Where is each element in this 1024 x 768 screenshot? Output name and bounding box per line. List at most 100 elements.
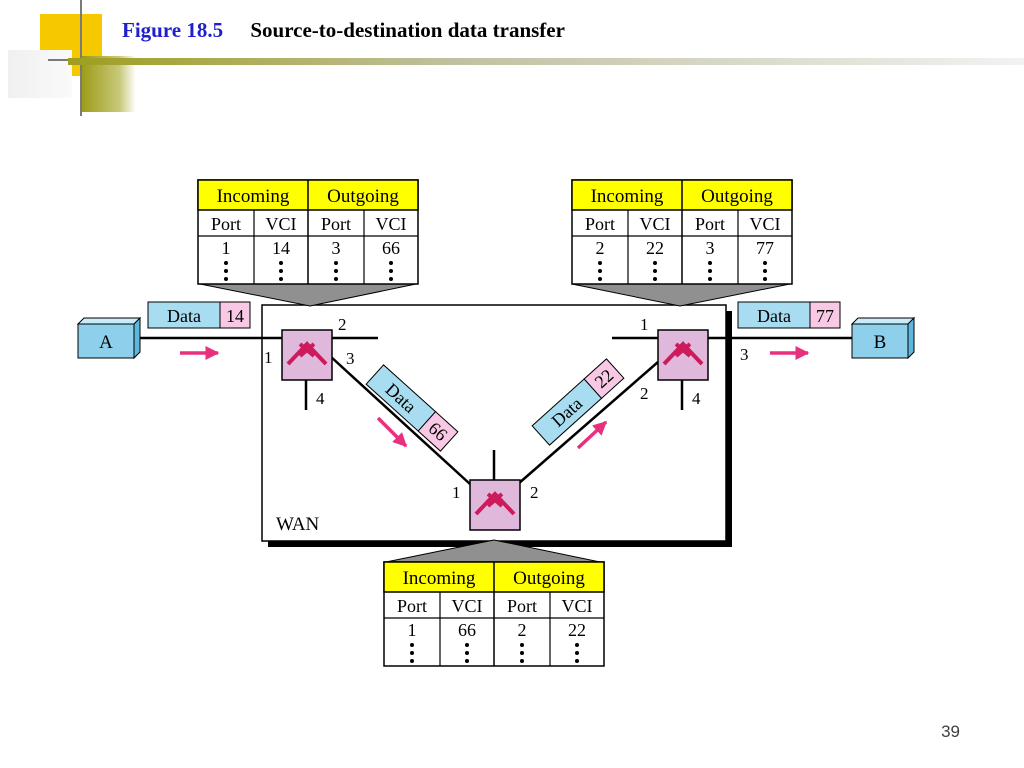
corner-olive-square (80, 56, 136, 112)
table-bottom-column-1: VCI (452, 596, 483, 616)
table-right-column-1: VCI (640, 214, 671, 234)
table-left-outgoing-header: Outgoing (327, 186, 399, 207)
table-left-ellipsis-dot (389, 261, 393, 265)
packet-destination-vci: 77 (816, 306, 834, 326)
switch-left: 1 2 3 4 (264, 315, 355, 408)
switch-bottom: 1 2 (452, 479, 539, 531)
table-right-incoming-header: Incoming (591, 186, 664, 207)
table-right-ellipsis-dot (653, 261, 657, 265)
switch-right: 1 2 3 4 (640, 315, 749, 408)
table-right-column-2: Port (695, 214, 725, 234)
table-right-ellipsis-dot (598, 277, 602, 281)
table-right-ellipsis-dot (653, 269, 657, 273)
link-bottom-to-right-switch (517, 361, 659, 485)
table-left-ellipsis-dot (334, 277, 338, 281)
switch-left-port-3: 3 (346, 349, 355, 368)
table-left-column-0: Port (211, 214, 241, 234)
packet-source-data-label: Data (167, 306, 201, 326)
table-left-ellipsis-dot (224, 277, 228, 281)
switch-left-port-4: 4 (316, 389, 325, 408)
table-right-column-3: VCI (750, 214, 781, 234)
table-bottom-ellipsis-dot (575, 651, 579, 655)
table-right-ellipsis-dot (763, 277, 767, 281)
table-left-cell-2: 3 (332, 238, 341, 258)
table-left-cell-3: 66 (382, 238, 400, 258)
endpoint-a-label: A (99, 332, 113, 353)
corner-white-square (8, 50, 72, 98)
endpoint-b-label: B (874, 332, 887, 353)
table-bottom-ellipsis-dot (520, 651, 524, 655)
switch-bottom-port-1: 1 (452, 483, 461, 502)
table-bottom-ellipsis-dot (465, 643, 469, 647)
table-bottom-ellipsis-dot (410, 651, 414, 655)
table-bottom-incoming-header: Incoming (403, 568, 476, 589)
table-bottom-column-2: Port (507, 596, 537, 616)
switch-bottom-symbol (474, 491, 516, 516)
table-bottom-ellipsis-dot (575, 643, 579, 647)
table-right-ellipsis-dot (653, 277, 657, 281)
switch-right-port-1: 1 (640, 315, 649, 334)
table-left-column-2: Port (321, 214, 351, 234)
table-bottom-column-3: VCI (562, 596, 593, 616)
switch-right-port-4: 4 (692, 389, 701, 408)
table-right-cell-3: 77 (756, 238, 774, 258)
slide-title: Figure 18.5 Source-to-destination data t… (122, 18, 565, 48)
table-bottom-ellipsis-dot (520, 659, 524, 663)
table-right-ellipsis-dot (708, 277, 712, 281)
table-right-outgoing-header: Outgoing (701, 186, 773, 207)
page-number: 39 (941, 722, 960, 741)
table-left-ellipsis-dot (224, 261, 228, 265)
link-left-to-bottom-switch (329, 355, 471, 485)
table-left-ellipsis-dot (334, 269, 338, 273)
table-right-ellipsis-dot (598, 269, 602, 273)
table-bottom-cell-3: 22 (568, 620, 586, 640)
table-bottom-ellipsis-dot (410, 659, 414, 663)
table-left-column-3: VCI (376, 214, 407, 234)
table-bottom-ellipsis-dot (465, 651, 469, 655)
table-bottom-outgoing-header: Outgoing (513, 568, 585, 589)
wan-label: WAN (276, 514, 320, 535)
arrow-link-bottom-right-direction (576, 420, 608, 450)
table-right-cell-2: 3 (706, 238, 715, 258)
endpoint-b: B (850, 316, 916, 360)
figure-title: Source-to-destination data transfer (250, 18, 565, 42)
table-right-ellipsis-dot (763, 269, 767, 273)
table-bottom-ellipsis-dot (410, 643, 414, 647)
table-bottom-ellipsis-dot (465, 659, 469, 663)
table-left-incoming-header: Incoming (217, 186, 290, 207)
packet-source: Data 14 (147, 301, 251, 329)
table-right-ellipsis-dot (708, 269, 712, 273)
table-bottom-ellipsis-dot (520, 643, 524, 647)
switch-right-symbol (662, 341, 704, 366)
switch-left-port-1: 1 (264, 348, 273, 367)
table-right-ellipsis-dot (598, 261, 602, 265)
figure-label: Figure 18.5 (122, 18, 224, 42)
switch-left-port-2: 2 (338, 315, 347, 334)
table-bottom-ellipsis-dot (575, 659, 579, 663)
wan-box (261, 304, 732, 547)
table-right-cell-0: 2 (596, 238, 605, 258)
table-left-ellipsis-dot (334, 261, 338, 265)
arrow-link-left-bottom-direction (376, 416, 408, 448)
switch-right-port-2: 2 (640, 384, 649, 403)
table-bottom-cell-0: 1 (408, 620, 417, 640)
table-bottom-cell-1: 66 (458, 620, 476, 640)
table-right-column-0: Port (585, 214, 615, 234)
table-left-cell-1: 14 (272, 238, 290, 258)
switch-right-port-3: 3 (740, 345, 749, 364)
table-bottom-cell-2: 2 (518, 620, 527, 640)
table-right-ellipsis-dot (708, 261, 712, 265)
packet-destination-data-label: Data (757, 306, 791, 326)
table-right-cell-1: 22 (646, 238, 664, 258)
switch-left-symbol (286, 341, 328, 366)
table-left-ellipsis-dot (389, 269, 393, 273)
table-left-ellipsis-dot (224, 269, 228, 273)
switch-bottom-port-2: 2 (530, 483, 539, 502)
table-left-ellipsis-dot (279, 277, 283, 281)
table-left-ellipsis-dot (279, 261, 283, 265)
title-underline (68, 58, 1024, 65)
